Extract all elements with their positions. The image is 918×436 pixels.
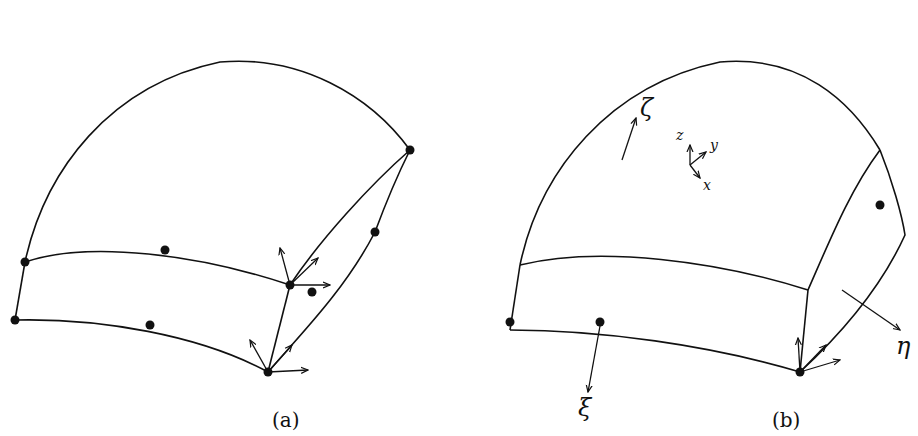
subfigure-label: (a) (272, 410, 300, 430)
axis-label: y (710, 138, 718, 152)
element-b (510, 61, 905, 372)
node-dots-a (11, 146, 415, 377)
subfigure-label: (b) (772, 410, 800, 430)
axis-label: z (676, 128, 683, 142)
node-dots-b (506, 201, 885, 377)
axis-label: ξ (578, 396, 591, 420)
axis-label: ζ (640, 96, 653, 120)
element-a (15, 61, 410, 372)
axis-label: η (896, 334, 910, 358)
axis-label: x (703, 178, 711, 192)
local-axes-b (588, 118, 900, 392)
nodal-vectors-a (250, 248, 330, 372)
